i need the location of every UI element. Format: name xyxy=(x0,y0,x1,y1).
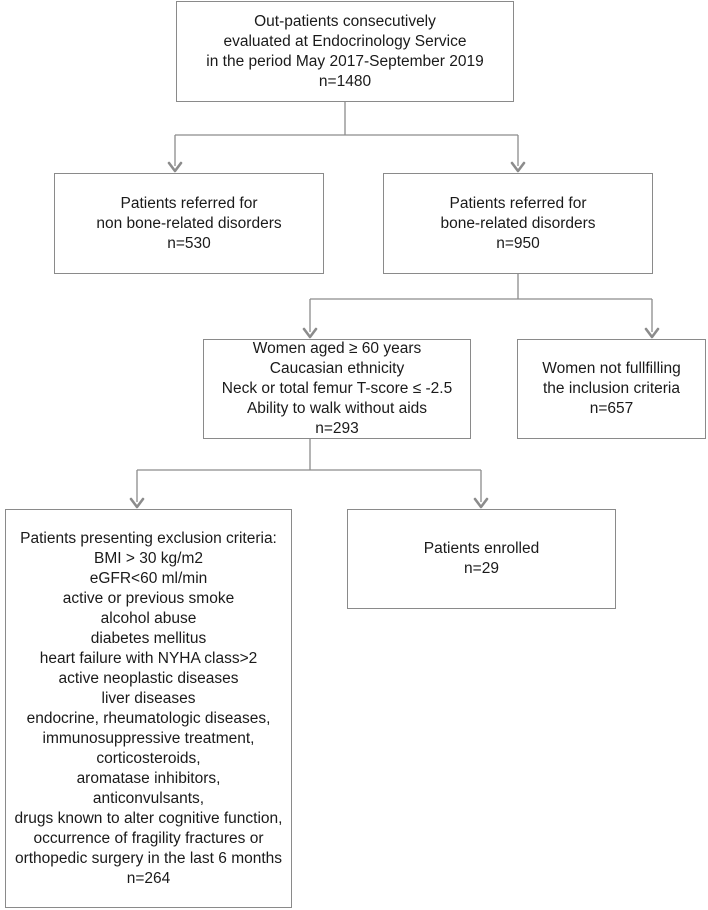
box-line: occurrence of fragility fractures or xyxy=(33,829,264,847)
outpatients-box: Out-patients consecutively evaluated at E… xyxy=(176,1,514,102)
box-line: n=264 xyxy=(126,869,171,887)
box-line: active neoplastic diseases xyxy=(58,669,239,687)
box-line: endocrine, rheumatologic diseases, xyxy=(26,709,271,727)
box-line: n=530 xyxy=(167,234,211,252)
box-line: Patients enrolled xyxy=(423,540,540,557)
box-line: Patients presenting exclusion criteria: xyxy=(20,529,277,547)
box-line: Patients referred for xyxy=(449,194,587,212)
box-line: alcohol abuse xyxy=(100,609,197,627)
exclusion-criteria-box: Patients presenting exclusion criteria: B… xyxy=(5,509,292,908)
box-line: Caucasian ethnicity xyxy=(269,360,405,377)
box-line: the inclusion criteria xyxy=(543,380,680,397)
enrolled-patients-box: Patients enrolled n=29 xyxy=(347,509,616,609)
box-line: immunosuppressive treatment, xyxy=(42,729,255,747)
box-line: orthopedic surgery in the last 6 months xyxy=(14,849,283,867)
box-line: Neck or total femur T-score ≤ -2.5 xyxy=(221,380,453,397)
box-line: diabetes mellitus xyxy=(90,629,207,647)
box-line: heart failure with NYHA class>2 xyxy=(39,649,258,667)
box-line: in the period May 2017-September 2019 xyxy=(206,52,484,70)
box-line: Out-patients consecutively xyxy=(254,12,436,30)
box-line: Ability to walk without aids xyxy=(246,400,428,417)
box-line: n=29 xyxy=(464,560,499,577)
not-fulfilling-criteria-box: Women not fullfilling the inclusion crite… xyxy=(517,339,706,439)
box-line: BMI > 30 kg/m2 xyxy=(94,549,203,567)
box-line: n=293 xyxy=(315,420,359,437)
bone-disorders-box: Patients referred for bone-related disord… xyxy=(383,173,653,274)
box-line: n=657 xyxy=(589,400,634,417)
non-bone-disorders-box: Patients referred for non bone-related di… xyxy=(54,173,324,274)
box-line: Women aged ≥ 60 years xyxy=(252,340,422,357)
box-line: active or previous smoke xyxy=(62,589,235,607)
box-line: n=1480 xyxy=(318,72,372,90)
box-line: corticosteroids, xyxy=(96,749,201,767)
box-line: non bone-related disorders xyxy=(96,214,282,232)
box-line: n=950 xyxy=(496,234,540,252)
box-line: drugs known to alter cognitive function, xyxy=(14,809,283,827)
box-line: evaluated at Endocrinology Service xyxy=(223,32,467,50)
box-line: aromatase inhibitors, xyxy=(76,769,221,787)
box-line: Patients referred for xyxy=(120,194,258,212)
box-line: Women not fullfilling xyxy=(542,360,681,377)
box-line: eGFR<60 ml/min xyxy=(89,569,208,587)
box-line: bone-related disorders xyxy=(440,214,596,232)
box-line: anticonvulsants, xyxy=(92,789,205,807)
box-line: liver diseases xyxy=(101,689,196,707)
